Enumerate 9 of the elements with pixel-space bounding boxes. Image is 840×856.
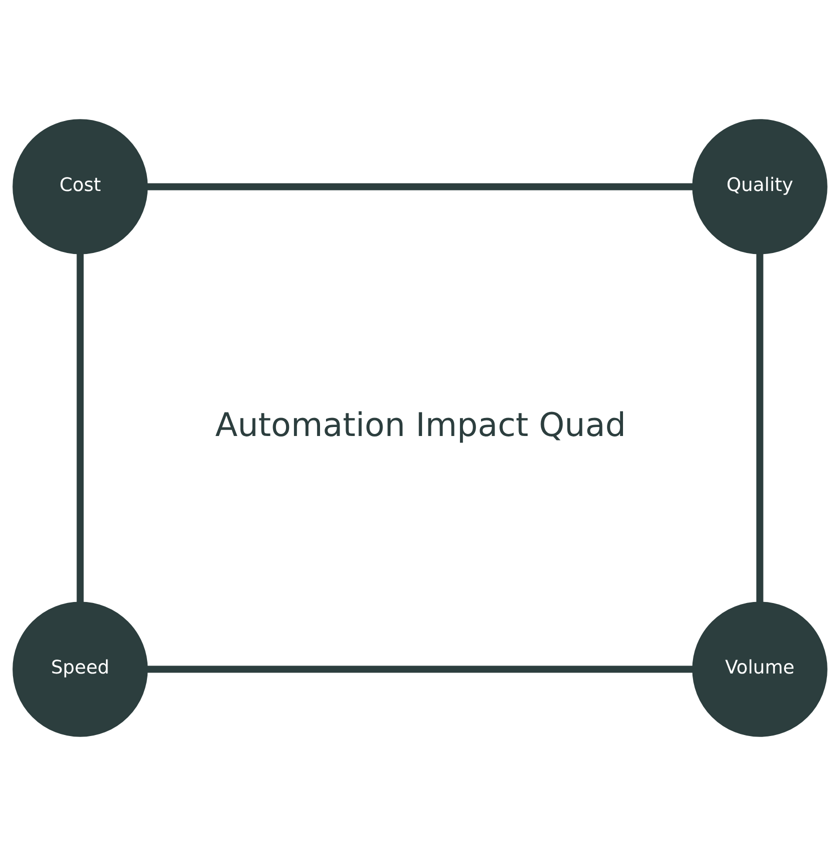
connector <box>147 666 693 673</box>
node-circle: Quality <box>692 119 828 254</box>
node-circle: Cost <box>12 119 148 254</box>
node-circle: Volume <box>692 602 828 737</box>
node-circle: Speed <box>12 602 148 737</box>
connector <box>76 254 84 602</box>
connector <box>756 254 764 602</box>
label: Automation Impact Quad <box>215 406 626 444</box>
connector <box>147 183 693 190</box>
